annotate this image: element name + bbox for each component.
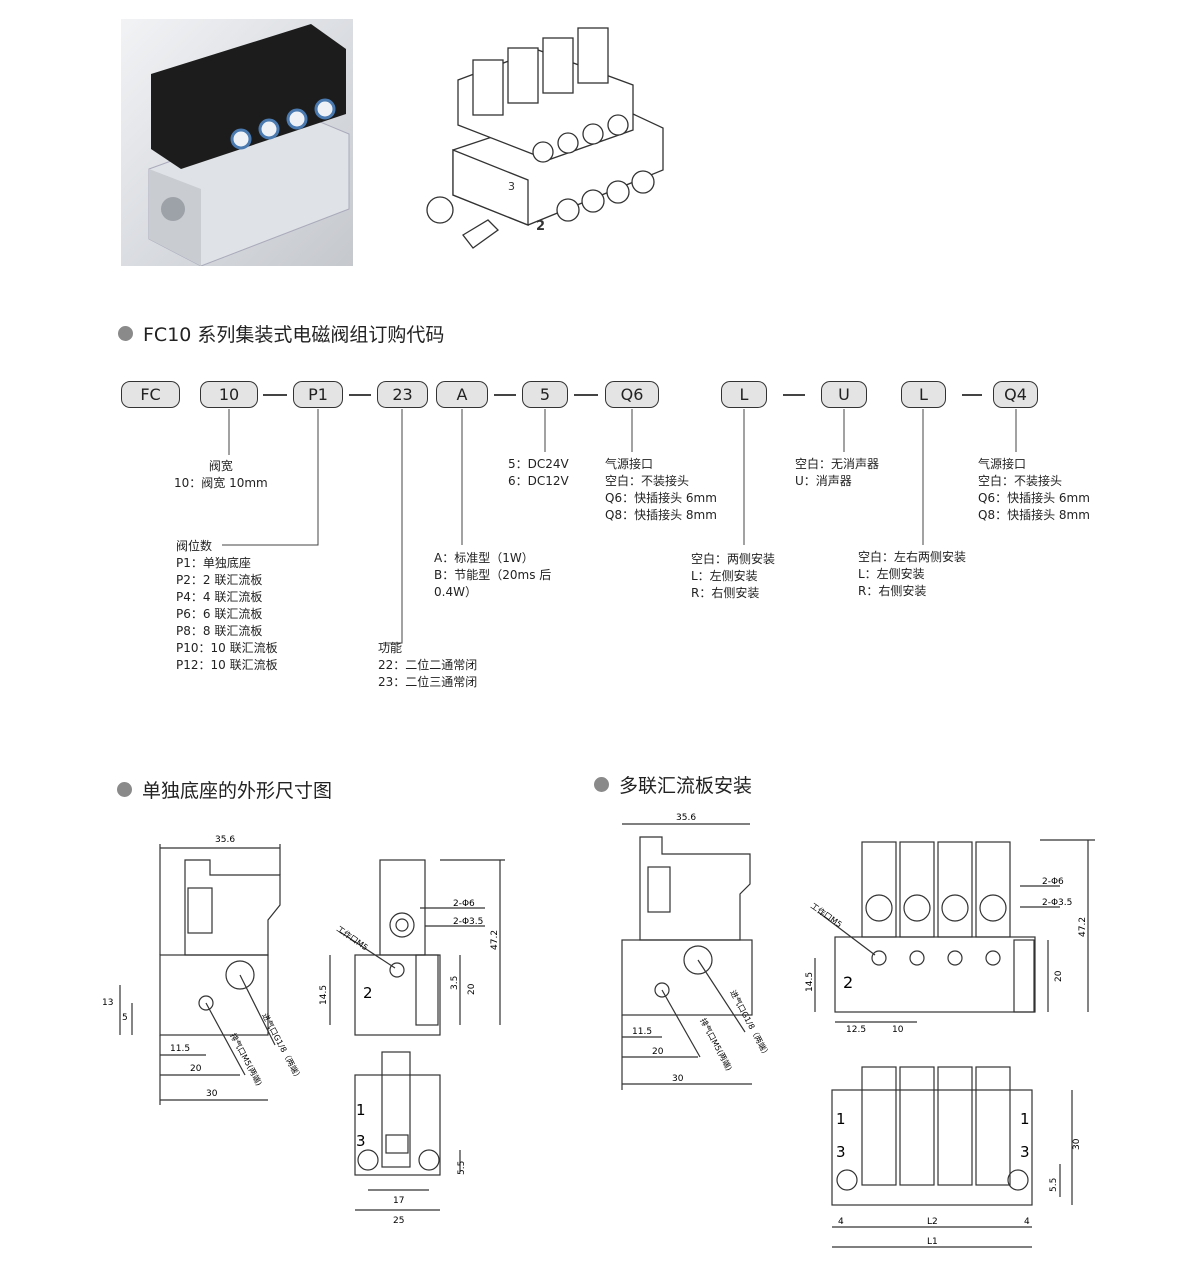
dim-25: 25 <box>393 1216 404 1226</box>
code-dash <box>574 394 598 396</box>
code-box-positions: P1 <box>293 381 343 408</box>
dim-20-side: 20 <box>1054 970 1064 982</box>
dim-20-side: 20 <box>467 983 477 995</box>
note-type: A：标准型（1W） B：节能型（20ms 后 0.4W） <box>434 551 552 599</box>
code-dash <box>349 394 371 396</box>
dim-11-5: 11.5 <box>632 1027 652 1037</box>
code-box-muffler: U <box>821 381 867 408</box>
drawing-port-3: 3 <box>508 180 515 193</box>
dim-3-5: 3.5 <box>450 976 460 990</box>
port-num-1-right: 1 <box>1020 1110 1030 1128</box>
dim-5-5: 5.5 <box>1049 1178 1059 1192</box>
dim-5-5: 5.5 <box>457 1161 467 1175</box>
dim-30: 30 <box>672 1074 684 1084</box>
section-title: 多联汇流板安装 <box>619 775 753 797</box>
section-multi-manifold: 多联汇流板安装 <box>594 771 752 798</box>
dim-5: 5 <box>122 1013 128 1023</box>
port-num-3-left: 3 <box>836 1143 846 1161</box>
dim-4-right: 4 <box>1024 1217 1030 1227</box>
dim-2phi6: 2-Φ6 <box>1042 877 1064 887</box>
bullet-dot <box>117 782 132 797</box>
product-photo <box>121 19 353 267</box>
port-num-1-left: 1 <box>836 1110 846 1128</box>
section-title: 单独底座的外形尺寸图 <box>142 780 333 802</box>
dim-17: 17 <box>393 1196 404 1206</box>
code-dash <box>783 394 805 396</box>
dim-2phi3-5: 2-Φ3.5 <box>1042 898 1072 908</box>
bullet-dot <box>118 326 133 341</box>
label-inlet: 进气口G1/8（两端） <box>728 988 772 1059</box>
product-photo-drawing <box>148 24 350 267</box>
dim-20: 20 <box>652 1047 664 1057</box>
dim-14-5: 14.5 <box>319 985 329 1005</box>
section-title: FC10 系列集装式电磁阀组订购代码 <box>143 324 445 346</box>
dim-L1: L1 <box>927 1237 938 1247</box>
dim-35-6: 35.6 <box>215 835 235 845</box>
multi-manifold-drawing: 35.6 11.5 20 30 进气口G1/8（两端） 排气口M5(两端) 2-… <box>621 813 1095 1248</box>
label-work-port: 工作口M5 <box>335 923 370 952</box>
port-num-3: 3 <box>356 1132 366 1150</box>
code-box-series: FC <box>121 381 180 408</box>
dim-47-2: 47.2 <box>1078 917 1088 937</box>
port-num-1: 1 <box>356 1101 366 1119</box>
note-voltage: 5：DC24V 6：DC12V <box>508 457 569 488</box>
dim-47-2: 47.2 <box>490 930 500 950</box>
label-exhaust: 排气口M5(两端) <box>228 1031 264 1087</box>
dim-2phi6: 2-Φ6 <box>453 899 475 909</box>
code-box-mount: L <box>721 381 767 408</box>
label-inlet: 进气口G1/8（两端） <box>260 1011 304 1082</box>
code-box-function: 23 <box>377 381 428 408</box>
dim-30: 30 <box>206 1089 218 1099</box>
drawing-port-2: 2 <box>536 219 545 234</box>
note-mount: 空白：两侧安装 L：左侧安装 R：右侧安装 <box>691 552 776 600</box>
note-width: 阀宽 10：阀宽 10mm <box>174 459 268 490</box>
note-port2: 气源接口 空白：不装接头 Q6：快插接头 6mm Q8：快插接头 8mm <box>978 457 1090 522</box>
dim-13: 13 <box>102 998 113 1008</box>
dim-12-5: 12.5 <box>846 1025 866 1035</box>
dim-30-bottom: 30 <box>1072 1138 1082 1150</box>
code-dash <box>263 394 287 396</box>
dim-14-5: 14.5 <box>805 972 815 992</box>
note-positions: 阀位数 P1：单独底座 P2：2 联汇流板 P4：4 联汇流板 P6：6 联汇流… <box>176 539 278 672</box>
code-dash <box>494 394 516 396</box>
dim-35-6: 35.6 <box>676 813 696 823</box>
dim-20: 20 <box>190 1064 202 1074</box>
section-single-base: 单独底座的外形尺寸图 <box>117 776 332 803</box>
bullet-dot <box>594 777 609 792</box>
single-base-drawing: 35.6 13 5 11.5 20 30 进气口G1/8（两端） 排气口M5(两… <box>102 835 505 1226</box>
manifold-line-drawing: 2 3 <box>426 27 664 249</box>
label-work-port: 工作口M5 <box>809 900 844 929</box>
dim-4-left: 4 <box>838 1217 844 1227</box>
code-box-type: A <box>436 381 488 408</box>
code-box-mount2: L <box>901 381 946 408</box>
code-box-width: 10 <box>200 381 258 408</box>
port-num-3-right: 3 <box>1020 1143 1030 1161</box>
section-order-code: FC10 系列集装式电磁阀组订购代码 <box>118 320 444 347</box>
code-leader-lines <box>222 409 1017 644</box>
note-mount2: 空白：左右两侧安装 L：左侧安装 R：右侧安装 <box>858 550 967 598</box>
code-box-port2: Q4 <box>993 381 1038 408</box>
port-num-2: 2 <box>363 984 373 1002</box>
dim-L2: L2 <box>927 1217 938 1227</box>
code-box-port1: Q6 <box>605 381 659 408</box>
dim-10: 10 <box>892 1025 904 1035</box>
dim-2phi3-5: 2-Φ3.5 <box>453 917 483 927</box>
dim-11-5: 11.5 <box>170 1044 190 1054</box>
note-muffler: 空白：无消声器 U：消声器 <box>795 457 880 488</box>
note-port1: 气源接口 空白：不装接头 Q6：快插接头 6mm Q8：快插接头 8mm <box>605 457 717 522</box>
note-function: 功能 22：二位二通常闭 23：二位三通常闭 <box>378 641 478 689</box>
label-exhaust: 排气口M5(两端) <box>698 1016 734 1072</box>
port-num-2: 2 <box>843 973 853 992</box>
code-box-voltage: 5 <box>522 381 568 408</box>
code-dash <box>962 394 982 396</box>
